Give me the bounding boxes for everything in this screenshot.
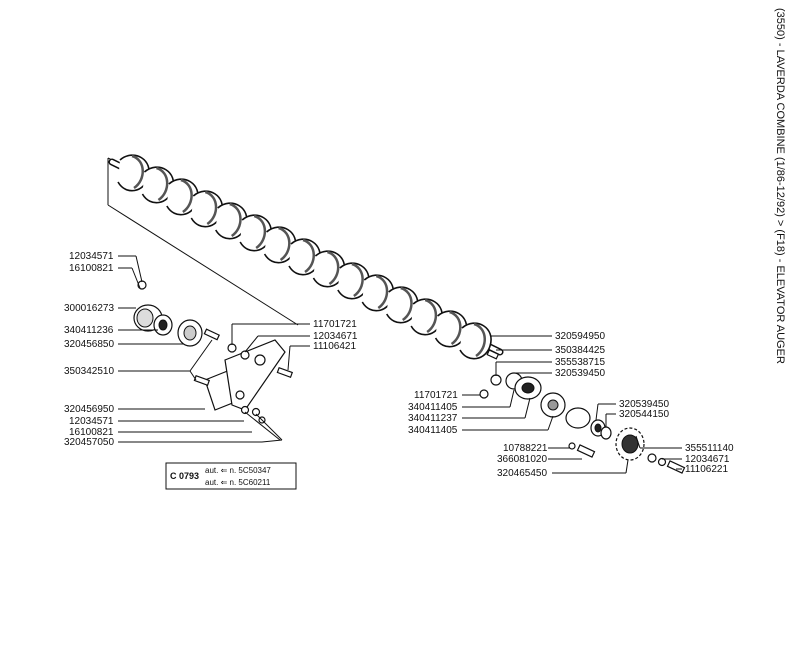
part-number: 12034671 [685, 454, 730, 465]
bolt-2 [193, 374, 211, 386]
part-number: 10788221 [503, 443, 548, 454]
flange-right [565, 407, 591, 429]
auger-flight-shade [180, 178, 193, 214]
auger-flight-shade [229, 202, 242, 238]
part-number: 12034671 [313, 331, 358, 342]
part-number: 355511140 [685, 443, 734, 454]
part-number: 350384425 [555, 345, 605, 356]
labels-right-bottom-left: 10788221 366081020 320465450 [497, 443, 548, 479]
auger-flight-shade [253, 214, 267, 250]
part-number: 320594950 [555, 331, 605, 342]
part-number: 16100821 [69, 263, 114, 274]
left-bearing-assembly [133, 280, 294, 424]
auger-flight-shade [278, 226, 291, 262]
part-number: 12034571 [69, 251, 114, 262]
auger-flight-shade [351, 262, 364, 298]
part-number: 340411405 [408, 425, 458, 436]
part-number: 320457050 [64, 437, 114, 448]
labels-right-bottom-right: 355511140 12034671 11106221 [685, 443, 734, 475]
auger-flight-shade [424, 298, 438, 334]
sprocket [615, 427, 645, 461]
part-number: 340411236 [64, 325, 114, 336]
part-number: 300016273 [64, 303, 114, 314]
part-number: 320456850 [64, 339, 114, 350]
part-number: 12034571 [69, 416, 114, 427]
labels-center: 11701721 12034671 11106421 [313, 319, 358, 352]
part-number: 11701721 [313, 319, 357, 330]
part-number: 16100821 [69, 427, 114, 438]
part-number: 320544150 [619, 409, 669, 420]
note-box: C 0793 aut. ⇐ n. 5C50347 aut. ⇐ n. 5C602… [165, 462, 297, 490]
part-number: 11701721 [414, 390, 458, 401]
part-number: 320456950 [64, 404, 114, 415]
labels-right-top: 320594950 350384425 355538715 320539450 [555, 331, 605, 379]
right-drive-assembly [479, 349, 686, 474]
auger-flights [117, 154, 492, 360]
auger-flight [459, 322, 492, 360]
note-line-2: aut. ⇐ n. 5C60211 [205, 478, 271, 487]
bolt [203, 328, 220, 341]
part-number: 350342510 [64, 366, 114, 377]
part-number: 320465450 [497, 468, 547, 479]
auger-flight-shade [302, 238, 315, 274]
part-number: 320539450 [555, 368, 605, 379]
auger-flight-shade [449, 310, 462, 346]
auger-flight-shade [326, 250, 340, 286]
labels-right-mid: 320539450 320544150 [619, 399, 669, 420]
note-code: C 0793 [170, 471, 199, 481]
part-number: 340411237 [408, 413, 458, 424]
part-number: 340411405 [408, 402, 458, 413]
leader-lines [118, 255, 682, 474]
labels-left: 12034571 16100821 300016273 340411236 32… [64, 251, 114, 448]
auger-flight-shade [400, 286, 413, 322]
part-number: 11106421 [313, 341, 356, 352]
auger-flight-shade [204, 190, 218, 226]
bolt-3 [276, 366, 294, 378]
auger-flight-shade [155, 166, 169, 202]
part-number: 320539450 [619, 399, 669, 410]
note-line-1: aut. ⇐ n. 5C50347 [205, 466, 271, 475]
part-number: 366081020 [497, 454, 547, 465]
auger-flight-shade [375, 274, 389, 310]
part-number: 355538715 [555, 357, 605, 368]
auger-flight-shade [131, 154, 144, 190]
auger-flight-shade [473, 322, 486, 358]
part-number: 11106221 [685, 464, 728, 475]
labels-right-mid-left: 11701721 340411405 340411237 340411405 [408, 390, 458, 436]
